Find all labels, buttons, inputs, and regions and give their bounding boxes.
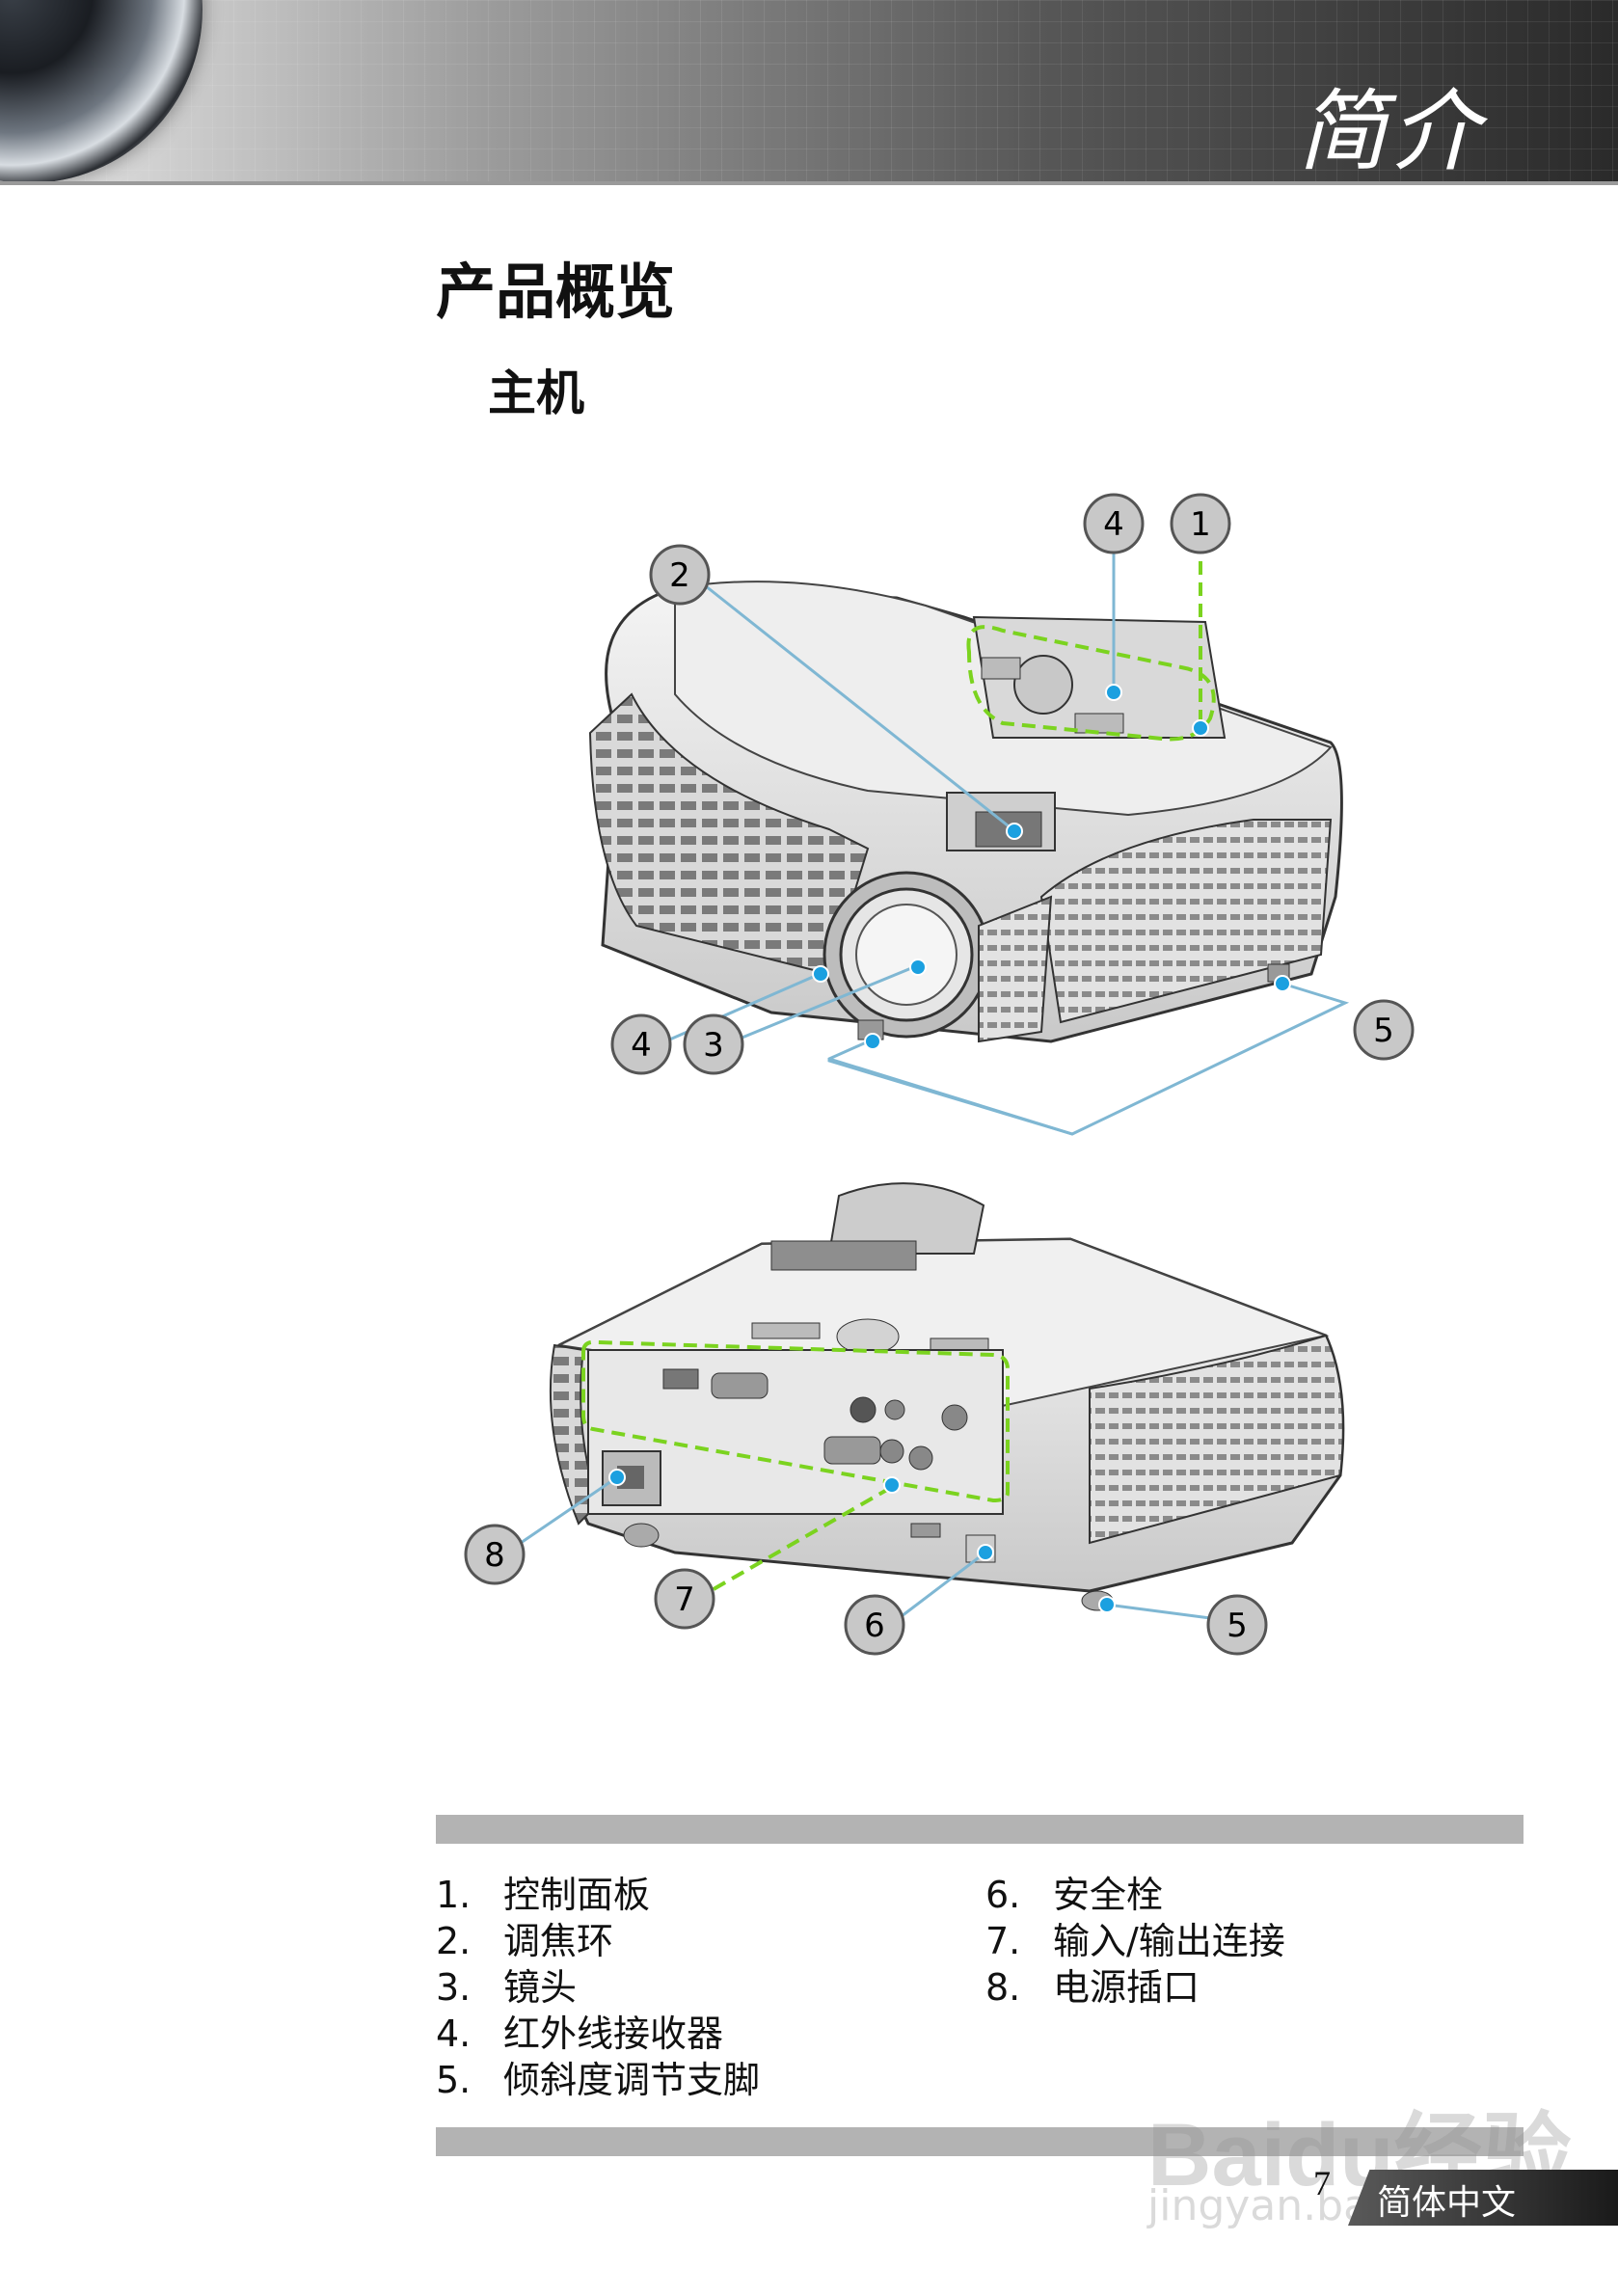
svg-text:1: 1 <box>1190 505 1211 544</box>
leader-line <box>901 1551 986 1618</box>
svg-text:3: 3 <box>703 1026 724 1065</box>
legend-top-bar <box>436 1815 1524 1844</box>
control-panel-highlight <box>966 625 1216 742</box>
svg-text:5: 5 <box>1227 1607 1248 1645</box>
legend-bottom-bar <box>436 2127 1524 2156</box>
leader-line <box>520 1475 618 1545</box>
svg-text:2: 2 <box>669 556 690 595</box>
leader-line <box>1106 1603 1211 1620</box>
header-rule <box>0 181 1618 185</box>
legend-item-8: 8.电源插口 <box>985 1966 1200 2009</box>
header-banner: 简介 <box>0 0 1618 185</box>
projector-diagram: 4 1 2 4 3 5 8 7 <box>464 493 1415 1656</box>
leader-line <box>828 1057 1073 1136</box>
callout-8: 8 <box>464 1524 526 1585</box>
footer-language-tab <box>1348 2170 1618 2226</box>
io-panel-highlight <box>581 1339 1010 1503</box>
callout-4-top: 4 <box>1083 493 1145 554</box>
legend-item-6: 6.安全栓 <box>985 1874 1164 1916</box>
callout-5-bottom: 5 <box>1206 1594 1268 1656</box>
leader-line <box>713 1485 893 1591</box>
svg-text:7: 7 <box>674 1580 695 1619</box>
legend-item-4: 4.红外线接收器 <box>436 2012 724 2055</box>
svg-text:4: 4 <box>1103 505 1124 544</box>
projector-front-view <box>588 581 1343 1043</box>
legend-item-7: 7.输入/输出连接 <box>985 1920 1285 1962</box>
callout-3: 3 <box>683 1013 744 1075</box>
projector-rear-view <box>549 1182 1345 1611</box>
leader-line <box>732 964 917 1043</box>
callout-7: 7 <box>654 1568 715 1630</box>
svg-text:4: 4 <box>631 1026 652 1065</box>
callout-6: 6 <box>844 1594 905 1656</box>
callout-1: 1 <box>1170 493 1231 554</box>
callout-4-front: 4 <box>610 1013 672 1075</box>
page-number: 7 <box>1313 2164 1331 2202</box>
footer-language: 简体中文 <box>1377 2183 1517 2223</box>
svg-text:5: 5 <box>1373 1012 1394 1050</box>
callout-2: 2 <box>649 544 711 606</box>
callout-5-top: 5 <box>1353 999 1415 1061</box>
legend-item-2: 2.调焦环 <box>436 1920 614 1962</box>
svg-text:8: 8 <box>484 1536 505 1575</box>
page-subheading: 主机 <box>488 365 584 421</box>
legend-item-5: 5.倾斜度调节支脚 <box>436 2059 761 2101</box>
page-heading: 产品概览 <box>436 257 676 327</box>
section-title: 简介 <box>1297 80 1483 183</box>
leader-line <box>695 577 1013 831</box>
legend-item-3: 3.镜头 <box>436 1966 578 2009</box>
header-grid-texture <box>0 0 1618 185</box>
svg-text:6: 6 <box>864 1607 885 1645</box>
legend-item-1: 1.控制面板 <box>436 1874 651 1916</box>
